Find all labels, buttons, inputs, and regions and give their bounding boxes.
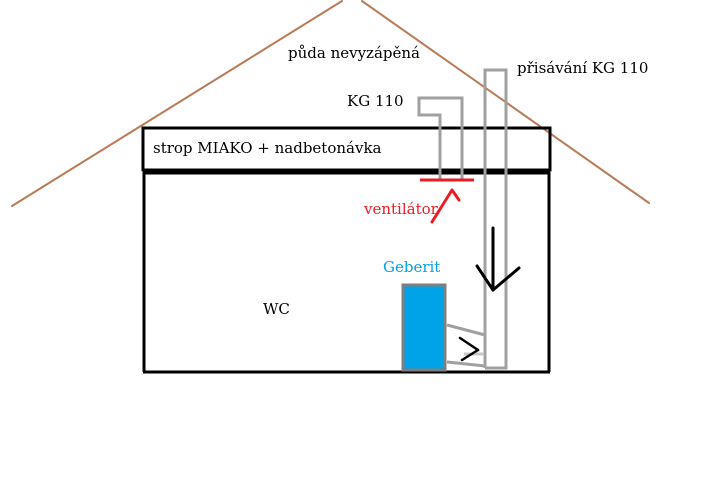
kg110-label: KG 110 <box>347 92 404 110</box>
airflow-arrow-down-icon <box>475 226 521 292</box>
geberit-label: Geberit <box>383 258 441 276</box>
exhaust-pipe <box>417 96 464 179</box>
ceiling-label: strop MIAKO + nadbetonávka <box>153 139 382 157</box>
attic-label: půda nevyzápěná <box>288 44 420 62</box>
fan-label: ventilátor <box>364 200 438 218</box>
fan-arrow-icon <box>430 188 461 224</box>
roof-left-slope <box>11 0 343 207</box>
geberit-connector <box>446 323 486 368</box>
roof <box>11 0 650 207</box>
room-walls <box>142 172 551 374</box>
geberit-tank <box>401 283 447 372</box>
intake-label: přisávání KG 110 <box>517 59 649 77</box>
airflow-arrow-right-icon <box>458 336 480 362</box>
intake-pipe <box>483 68 508 370</box>
room-label: WC <box>263 300 290 318</box>
